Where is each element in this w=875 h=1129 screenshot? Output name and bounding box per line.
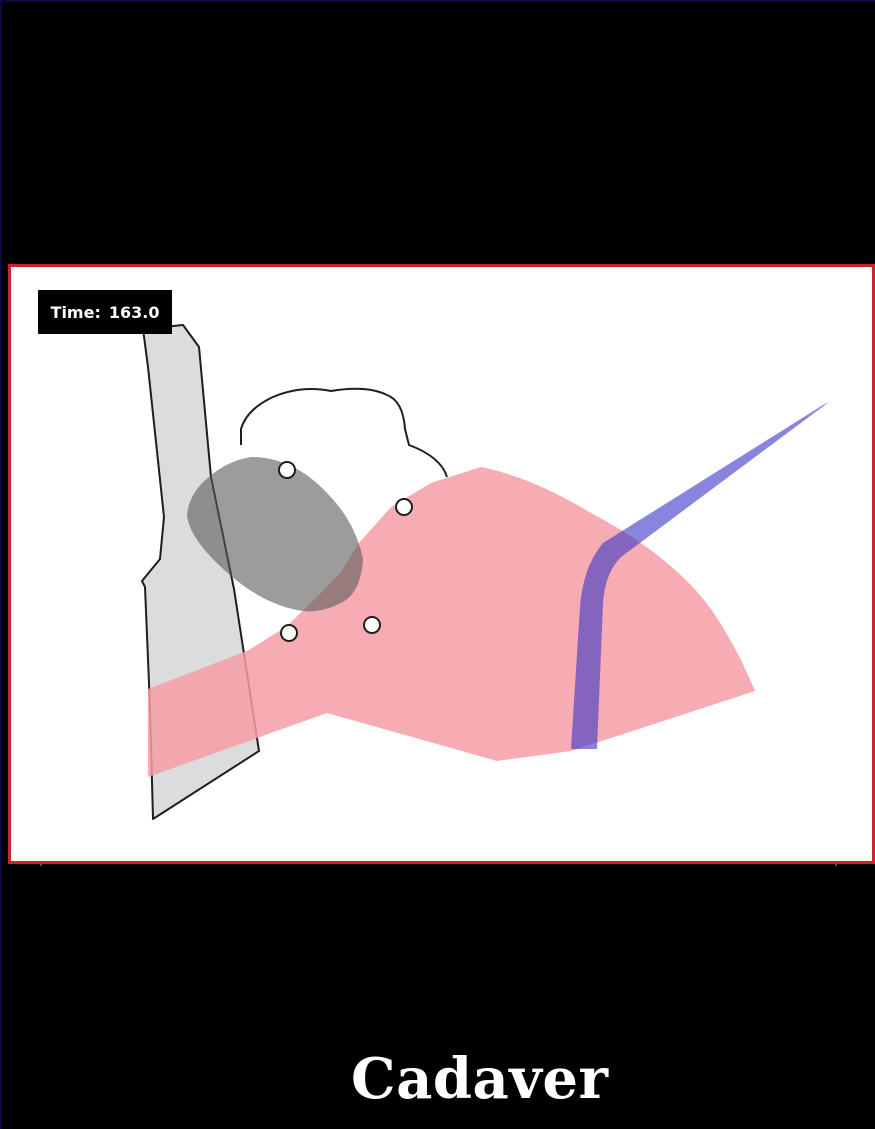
frame-edge-mark	[40, 864, 42, 866]
landmark-marker	[281, 625, 297, 641]
caption-title: Cadaver	[351, 1042, 608, 1116]
landmark-marker	[364, 617, 380, 633]
landmark-marker	[396, 499, 412, 515]
time-label: Time:	[51, 303, 101, 322]
frame-edge-mark	[835, 864, 837, 866]
time-value: 163.0	[109, 303, 160, 322]
animation-viewport: Time: 163.0	[8, 264, 875, 864]
anatomy-drawing	[11, 267, 872, 861]
time-readout: Time: 163.0	[38, 290, 172, 334]
landmark-marker	[279, 462, 295, 478]
